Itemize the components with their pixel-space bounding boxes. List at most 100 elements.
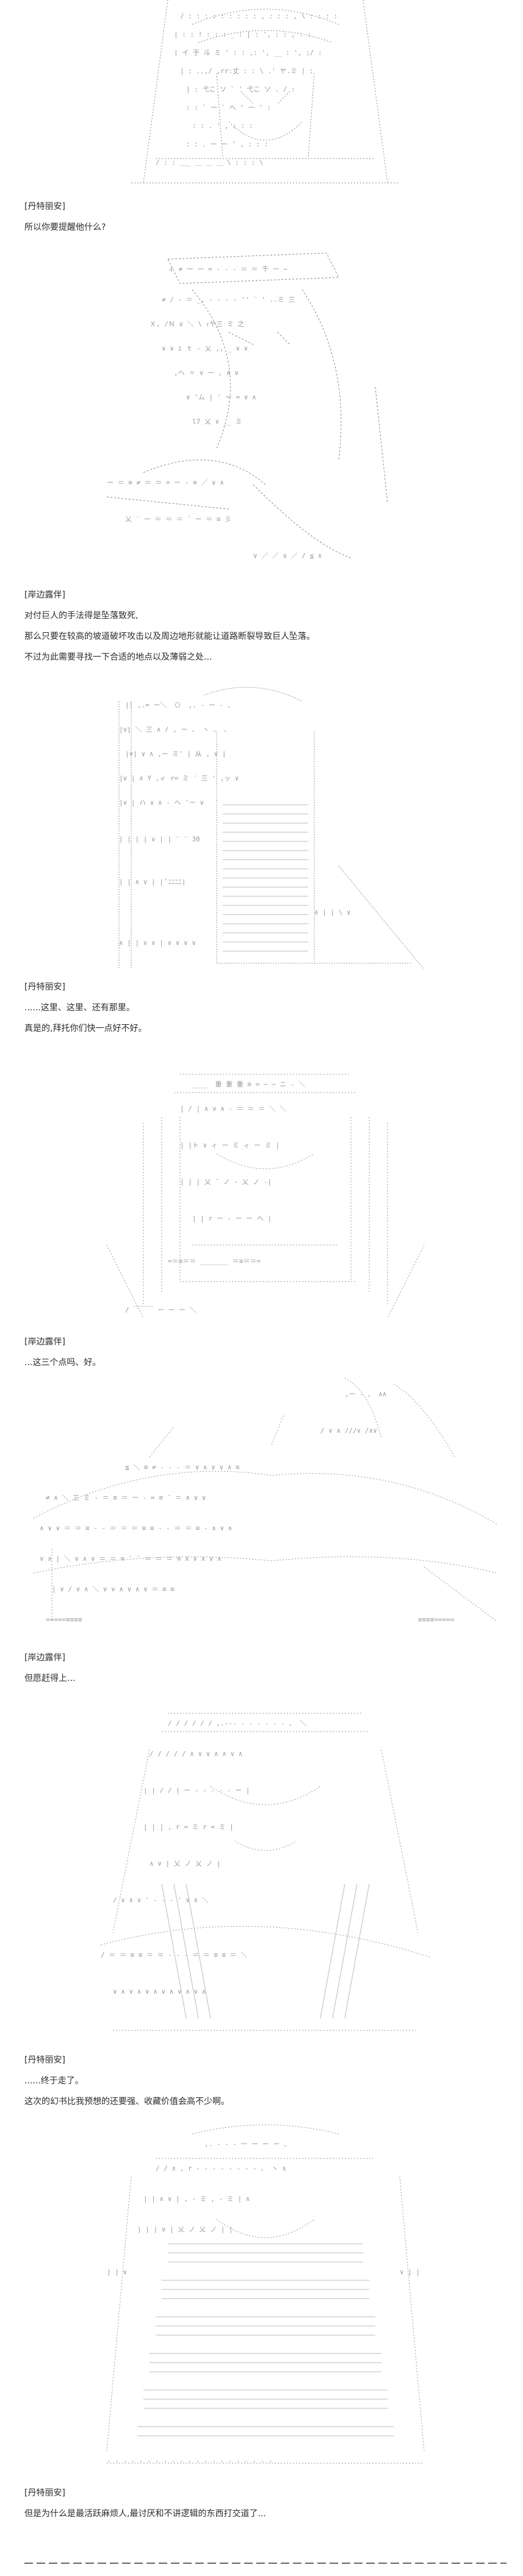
caption-block: [丹特丽安] ......终于走了。 这次的幻书比我预想的还要强、收藏价值会高不… xyxy=(24,2050,507,2112)
svg-text:=====≡≡≡≡: =====≡≡≡≡ xyxy=(46,1616,82,1624)
dialogue-line: ......这里、这里、还有那里。 xyxy=(24,1003,135,1013)
svg-text:∧ ∨ | 乂 ノ 乂 ノ |: ∧ ∨ | 乂 ノ 乂 ノ | xyxy=(150,1860,221,1868)
ascii-art-drawing: / / / / / / ,.--‐ ‐ ‐ ‐ ‐ ‐ - 、 ＼ / / / … xyxy=(100,1713,431,2031)
ascii-art-rohan-pointing: ィ ≠ ー ー = ‐ ‐ ‐ ＝ ＝ 千 ー − ≠ / ‐ ＝ _, ‐ ‐… xyxy=(70,241,461,582)
ascii-art-drawing: ィ ≠ ー ー = ‐ ‐ ‐ ＝ ＝ 千 ー − ≠ / ‐ ＝ _, ‐ ‐… xyxy=(106,252,388,560)
svg-text:∨ ∨ i ｔ ‐ 乂 ,, _ ∨ ∨: ∨ ∨ i ｔ ‐ 乂 ,, _ ∨ ∨ xyxy=(162,344,248,352)
speaker-label: [丹特丽安] xyxy=(24,982,65,992)
svg-text:: : . ー ー ' , : : :: : : . ー ー ' , : : : xyxy=(186,140,269,148)
dialogue-line: 真是的,拜托你们快一点好不好。 xyxy=(24,1024,147,1033)
svg-text:| : ..,/ ,rr:丈 : : \ .' ヤ.ミ: | : ..,/ ,rr:丈 : : \ .' ヤ.ミ | : xyxy=(180,67,313,75)
ascii-art-dantalian-portrait: / : : : : : : : : : , : : : , \ : : : : … xyxy=(95,0,436,195)
ascii-art-rohan-hands: ____ 重 重 重 ≡ = − − ニ ‐ ＼ | / | ∧ ∨ ∧ ‐ ＝… xyxy=(70,1062,461,1330)
svg-text:Ｘ, /Ｎ ∨ ＼ \ ｨヤ三 ミ 之: Ｘ, /Ｎ ∨ ＼ \ ｨヤ三 ミ 之 xyxy=(150,319,244,328)
speaker-label: [岸边露伴] xyxy=(24,1653,65,1663)
svg-text:| | | ∨ | 乂 ノ 乂 ノ |: | | | ∨ | 乂 ノ 乂 ノ | | xyxy=(137,2225,233,2233)
svg-text:| : : ! : : : _ : | : ', :: | : : ! : : : _ : | : ', : : , : : xyxy=(174,30,311,38)
svg-text:| |ト ∨ ィ ー ミ ィ ー ミ |: | |ト ∨ ィ ー ミ ィ ー ミ | xyxy=(180,1141,280,1149)
svg-text:: : . ' , : : :: : : . ' , : : : xyxy=(192,122,253,130)
ascii-art-drawing: ,. ‐ ‐ ‐ 一 ー ー ー 、 / / ∧ , r ‐ ‐ ‐ ‐ ‐ ‐… xyxy=(106,2124,425,2465)
caption-block: [丹特丽安] 但是为什么是最活跃麻烦人,最讨厌和不讲逻辑的东西打交道了... xyxy=(24,2483,507,2524)
ascii-art-dantalian-sitting: ,. ‐ ‐ ‐ 一 ー ー ー 、 / / ∧ , r ‐ ‐ ‐ ‐ ‐ ‐… xyxy=(70,2122,461,2481)
caption-block: [岸边露伴] 对付巨人的手法得是坠落致死, 那么只要在较高的坡道破坏攻击以及周边… xyxy=(24,585,507,668)
dialogue-line: 那么只要在较高的坡道破坏攻击以及周边地形就能让道路断裂导致巨人坠落。 xyxy=(24,632,315,641)
svg-text:∨ | |: ∨ | | xyxy=(400,2268,420,2276)
svg-text:| | r ー ‐ ー ー ヘ |: | | r ー ‐ ー ー ヘ | xyxy=(192,1215,272,1222)
svg-text:| ∨ / ∨ ∧ ＼ ∨ ∨ ∧ ∨ ∧ ∨: | ∨ / ∨ ∧ ＼ ∨ ∨ ∧ ∨ ∧ ∨ ＝ ≡ ≡ xyxy=(52,1585,175,1593)
svg-text:: : ` 一 ` へ ' 一 ' :: : : ` 一 ` へ ' 一 ' : xyxy=(186,104,271,112)
dialogue-line: 但是为什么是最活跃麻烦人,最讨厌和不讲逻辑的东西打交道了... xyxy=(24,2509,266,2519)
ascii-art-drawing: ,ー - 、 ∧∧ / ∨ ∧ ///∨ /∧∨ ≦ ＼ ≡ ≠ ‐ ‐ ‐ ＝… xyxy=(33,1377,498,1624)
svg-text:≠ ∧ ＼ 三 ミ ‐ ＝ ≡ ＝ ー ‐ = ≡ ¨: ≠ ∧ ＼ 三 ミ ‐ ＝ ≡ ＝ ー ‐ = ≡ ¨ ＝ ∧ ∨ ∨ xyxy=(46,1494,206,1502)
svg-text:∧ | | \ ∨: ∧ | | \ ∨ xyxy=(314,908,351,916)
panel-5: ,ー - 、 ∧∧ / ∨ ∧ ///∨ /∧∨ ≦ ＼ ≡ ≠ ‐ ‐ ‐ ＝… xyxy=(24,1366,507,1689)
svg-text:ー ＝ ≡ ≠ ＝ ＝ = ー ‐ ≡ ／ ∨ ∧: ー ＝ ≡ ≠ ＝ ＝ = ー ‐ ≡ ／ ∨ ∧ xyxy=(107,479,224,487)
svg-text:/ ＝ ＝ ≡ ≡ ＝ ＝ ‐ ‐ ‐ ＝ ＝ ≡ ≡ ＝: / ＝ ＝ ≡ ≡ ＝ ＝ ‐ ‐ ‐ ＝ ＝ ≡ ≡ ＝ ＼ xyxy=(101,1951,247,1959)
svg-text:| | | | ∨ | | ¨ ¨ 30: | | | | ∨ | | ¨ ¨ 30 xyxy=(119,835,200,843)
svg-text:|| ,.= ー＼ 〈〉 ,. - ー ‐ 、: || ,.= ー＼ 〈〉 ,. - ー ‐ 、 xyxy=(125,701,234,709)
svg-text:| : 弋こ ソ ` ' 弋こ ソ . / :: | : 弋こ ソ ` ' 弋こ ソ . / : xyxy=(186,85,295,93)
panel-7: ,. ‐ ‐ ‐ 一 ー ー ー 、 / / ∧ , r ‐ ‐ ‐ ‐ ‐ ‐… xyxy=(24,2122,507,2524)
svg-text:,. ‐ ‐ ‐ 一 ー ー ー 、: ,. ‐ ‐ ‐ 一 ー ー ー 、 xyxy=(204,2140,290,2148)
svg-text:| / | ∧ ∨ ∧ ‐ ＝ ＝ ＝ ＼ ＼: | / | ∧ ∨ ∧ ‐ ＝ ＝ ＝ ＼ ＼ xyxy=(180,1105,286,1113)
svg-text:|∨| ＼ 三 ∧ / , ー 、 ヽ 、 、: |∨| ＼ 三 ∧ / , ー 、 ヽ 、 、 xyxy=(119,726,231,733)
ascii-art-drawing: || ,.= ー＼ 〈〉 ,. - ー ‐ 、 |∨| ＼ 三 ∧ / , ー … xyxy=(118,687,425,970)
svg-text:/ : : ＿_ ＿ ＿ ＿ \ : : : \: / : : ＿_ ＿ ＿ ＿ \ : : : \ xyxy=(156,159,263,166)
svg-text:,ヘ 〃 ∨ 一 , ∧ ∨: ,ヘ 〃 ∨ 一 , ∧ ∨ xyxy=(174,369,239,377)
svg-text:/ / / / / ∧ ∨ ∨ ∧ ∧ ∨ ∧: / / / / / ∧ ∨ ∨ ∧ ∧ ∨ ∧ xyxy=(150,1750,242,1758)
svg-text:| | ∨: | | ∨ xyxy=(107,2268,127,2276)
caption-block: [岸边露伴] ...这三个点吗、好。 xyxy=(24,1332,507,1373)
dialogue-line: 但愿赶得上... xyxy=(24,1674,76,1683)
svg-text:/ ￣￣￣ ー ー ー ＼: / ￣￣￣ ー ー ー ＼ xyxy=(125,1305,197,1314)
svg-text:∨ ∧ | ＼ ∨ ∧ ∨ ＝ ＝ ≡ ¨ ¨ ＝ ＝: ∨ ∧ | ＼ ∨ ∧ ∨ ＝ ＝ ≡ ¨ ¨ ＝ ＝ ＝ ≡ ∧ ∨ ∧ ∨ … xyxy=(40,1555,222,1563)
panel-4: ____ 重 重 重 ≡ = − − ニ ‐ ＼ | / | ∧ ∨ ∧ ‐ ＝… xyxy=(24,1062,507,1373)
speaker-label: [丹特丽安] xyxy=(24,2488,65,2498)
ascii-art-dantalian-reading: / / / / / / ,.--‐ ‐ ‐ ‐ ‐ ‐ - 、 ＼ / / / … xyxy=(76,1701,455,2049)
svg-text:/ : : : : : : : : : , : : :: / : : : : : : : : : , : : : , \ : : : : xyxy=(180,12,337,20)
dialogue-line: 这次的幻书比我预想的还要强、收藏价值会高不少啊。 xyxy=(24,2097,229,2107)
svg-text:| イ 于 斗 ミ ' : : ,: ', __ : ',: | イ 于 斗 ミ ' : : ,: ', __ : ', ;/ : xyxy=(174,49,322,57)
dialogue-line: ...这三个点吗、好。 xyxy=(24,1358,101,1368)
speaker-label: [丹特丽安] xyxy=(24,202,65,212)
speaker-label: [丹特丽安] xyxy=(24,2055,65,2065)
svg-text:,ー - 、 ∧∧: ,ー - 、 ∧∧ xyxy=(345,1390,386,1398)
dialogue-line: 所以你要提醒他什么? xyxy=(24,223,106,232)
svg-text:/ / ∧ , r ‐ ‐ ‐ ‐ ‐ ‐ ‐ ‐ 、 ヽ: / / ∧ , r ‐ ‐ ‐ ‐ ‐ ‐ ‐ ‐ 、 ヽ ∧ xyxy=(156,2164,286,2172)
svg-text:∨ ∧ ∨ ∧ ∨ ∧ ∨ ∧ ∨ ∧ ∨ ∧: ∨ ∧ ∨ ∧ ∨ ∧ ∨ ∧ ∨ ∧ ∨ ∧ xyxy=(113,1988,206,1996)
ascii-art-rohan-running: ,ー - 、 ∧∧ / ∨ ∧ ///∨ /∧∨ ≦ ＼ ≡ ≠ ‐ ‐ ‐ ＝… xyxy=(27,1366,503,1646)
dialogue-line: ......终于走了。 xyxy=(24,2076,84,2086)
svg-text:| | | 乂 ¨ ノ ‐ 乂 ノ ‐|: | | | 乂 ¨ ノ ‐ 乂 ノ ‐| xyxy=(180,1178,272,1186)
footer-dashed-divider xyxy=(24,2563,507,2564)
ascii-art-drawing: / : : : : : : : : : , : : : , \ : : : : … xyxy=(131,0,400,184)
caption-block: [岸边露伴] 但愿赶得上... xyxy=(24,1647,507,1689)
ascii-art-drawing: ____ 重 重 重 ≡ = − − ニ ‐ ＼ | / | ∧ ∨ ∧ ‐ ＝… xyxy=(106,1074,425,1319)
svg-text:|∨ | ハ ∨ ∧ - ヘ 'ー ∨: |∨ | ハ ∨ ∧ - ヘ 'ー ∨ xyxy=(119,799,204,807)
speaker-label: [岸边露伴] xyxy=(24,590,65,600)
svg-text:乂 ′ 一 ＝ ＝ ＝ ´ ー ＝ ≡ 彡: 乂 ′ 一 ＝ ＝ ＝ ´ ー ＝ ≡ 彡 xyxy=(125,515,231,523)
svg-text:≠ / ‐ ＝ _, ‐ ‐ ‐ ‐ '' ¨ ' ..ミ: ≠ / ‐ ＝ _, ‐ ‐ ‐ ‐ '' ¨ ' ..ミ 三 xyxy=(162,296,295,304)
svg-text:∧ | | ∨ ∨ | ∨ ∨ ∨ ∨: ∧ | | ∨ ∨ | ∨ ∨ ∨ ∨ xyxy=(119,939,196,947)
svg-text:|∨| ∨ ∧ ,ー ミ' | 从 , ∨ |: |∨| ∨ ∧ ,ー ミ' | 从 , ∨ | xyxy=(125,750,226,758)
svg-text:‐ ‐ ‐ ‐ ‐ ‐ ‐ ‐ ‐ ‐ ‐ ‐ ‐ ‐ ‐: ‐ ‐ ‐ ‐ ‐ ‐ ‐ ‐ ‐ ‐ ‐ ‐ ‐ ‐ ‐ ‐ ‐ ‐ ‐ ‐ … xyxy=(107,2457,273,2465)
svg-text:| | ∧ ∨ | , ‐ ミ , ‐ ミ |: | | ∧ ∨ | , ‐ ミ , ‐ ミ | ∧ xyxy=(143,2195,250,2203)
svg-text:≡≡≡≡=====: ≡≡≡≡===== xyxy=(418,1616,455,1624)
dialogue-line: 对付巨人的手法得是坠落致死, xyxy=(24,611,139,621)
svg-text:/ ∨ ∧ ///∨ /∧∨: / ∨ ∧ ///∨ /∧∨ xyxy=(320,1427,377,1435)
svg-text:≦ ＼ ≡ ≠ ‐ ‐ ‐ ＝ ∨ ∧ ∨ ∨ ∧ ≡: ≦ ＼ ≡ ≠ ‐ ‐ ‐ ＝ ∨ ∧ ∨ ∨ ∧ ≡ xyxy=(125,1463,240,1471)
caption-block: [丹特丽安] 所以你要提醒他什么? xyxy=(24,196,507,238)
svg-text:=＝≡＝＝ _______ ＝≡＝＝=: =＝≡＝＝ _______ ＝≡＝＝= xyxy=(168,1257,261,1265)
svg-text:| | / / | ー ‐ ‐ ‐ ‐ ‐ ー: | | / / | ー ‐ ‐ ‐ ‐ ‐ ー | xyxy=(143,1786,250,1794)
panel-3: || ,.= ー＼ 〈〉 ,. - ー ‐ 、 |∨| ＼ 三 ∧ / , ー … xyxy=(24,683,507,1039)
svg-text:l7 乂 ∨ __ ミ: l7 乂 ∨ __ ミ xyxy=(192,418,242,426)
svg-text:∨ ／ ／ ∨ ／ / ≦ ∧: ∨ ／ ／ ∨ ／ / ≦ ∧ xyxy=(253,552,322,560)
panel-6: / / / / / / ,.--‐ ‐ ‐ ‐ ‐ ‐ - 、 ＼ / / / … xyxy=(24,1701,507,2112)
svg-text:| | | , r = ミ r = ミ |: | | | , r = ミ r = ミ | xyxy=(143,1823,234,1831)
svg-text:/ / / / / / ,.--‐ ‐ ‐ ‐ ‐ ‐ -: / / / / / / ,.--‐ ‐ ‐ ‐ ‐ ‐ - 、 ＼ xyxy=(168,1719,306,1727)
panel-1: / : : : : : : : : : , : : : , \ : : : : … xyxy=(24,0,507,238)
caption-block: [丹特丽安] ......这里、这里、还有那里。 真是的,拜托你们快一点好不好。 xyxy=(24,977,507,1039)
panel-2: ィ ≠ ー ー = ‐ ‐ ‐ ＝ ＝ 千 ー − ≠ / ‐ ＝ _, ‐ ‐… xyxy=(24,241,507,668)
svg-text:∧ ∨ ∨ ＝ ＝ ≡ ‐ ‐ ＝ ＝ ＝ ≡ ≡ ‐ ‐: ∧ ∨ ∨ ＝ ＝ ≡ ‐ ‐ ＝ ＝ ＝ ≡ ≡ ‐ ‐ ＝ ＝ ≡ ‐ ∧ … xyxy=(40,1524,232,1532)
svg-text:ィ ≠ ー ー = ‐ ‐ ‐ ＝ ＝ 千 ー −: ィ ≠ ー ー = ‐ ‐ ‐ ＝ ＝ 千 ー − xyxy=(168,265,288,273)
svg-text:|∨ | ∧ Y ,ィ r= ミ ′ 三 ' ,ッ ∨: |∨ | ∧ Y ,ィ r= ミ ′ 三 ' ,ッ ∨ xyxy=(119,774,239,782)
